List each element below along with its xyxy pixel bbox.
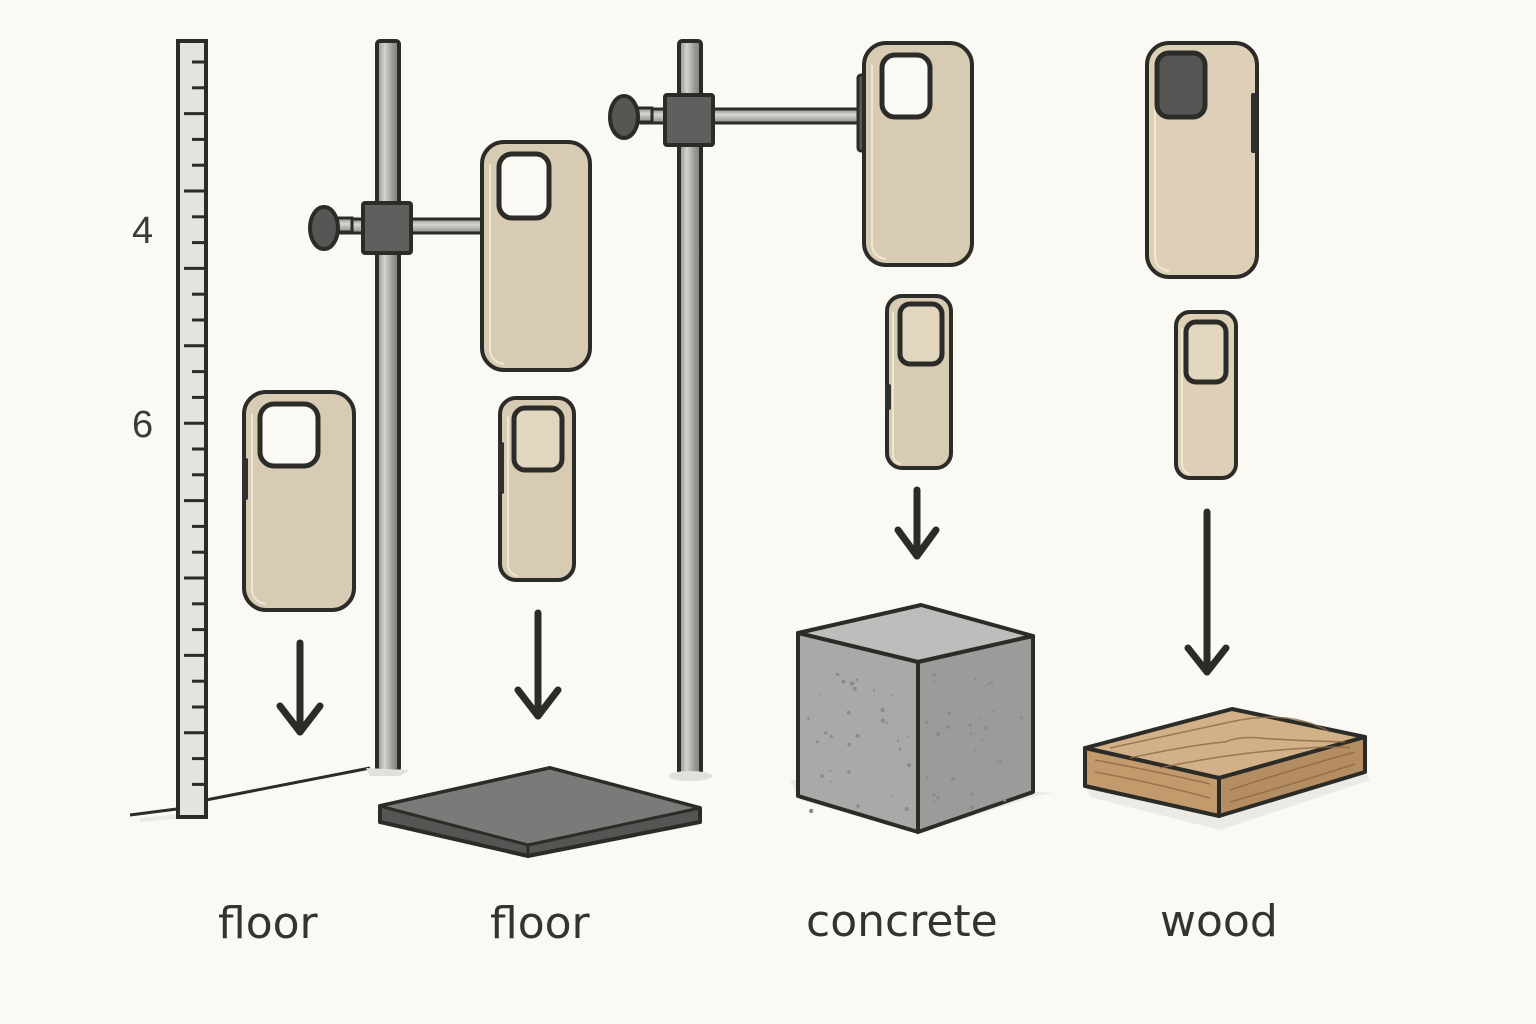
concrete-block xyxy=(790,603,1055,834)
ruler-label-4: 4 xyxy=(132,210,154,252)
phone-case-icon xyxy=(862,41,974,267)
down-arrow-icon xyxy=(276,639,324,736)
concrete-speck xyxy=(925,776,929,780)
clamp-knob xyxy=(308,205,354,251)
concrete-speck xyxy=(855,733,860,738)
concrete-speck xyxy=(992,710,995,713)
concrete-speck xyxy=(974,678,977,681)
floor-plate xyxy=(378,766,702,858)
concrete-speck xyxy=(856,804,860,808)
concrete-speck xyxy=(932,673,936,677)
concrete-speck xyxy=(925,720,929,725)
concrete-speck xyxy=(974,749,976,752)
surface-label-wood: wood xyxy=(1160,896,1278,947)
concrete-speck xyxy=(809,808,814,814)
concrete-speck xyxy=(824,731,828,735)
concrete-speck xyxy=(933,680,936,683)
concrete-speck xyxy=(820,774,824,778)
concrete-speck xyxy=(891,795,894,798)
concrete-speck xyxy=(896,739,900,742)
concrete-speck xyxy=(849,681,855,686)
down-arrow-icon xyxy=(1184,508,1230,676)
concrete-speck xyxy=(847,770,851,774)
ruler-label-6: 6 xyxy=(132,404,154,446)
setup-3 xyxy=(608,39,1055,834)
setup-1 xyxy=(129,39,371,822)
concrete-speck xyxy=(990,681,994,685)
concrete-speck xyxy=(947,711,951,716)
concrete-speck xyxy=(872,689,876,692)
concrete-speck xyxy=(936,796,940,800)
concrete-speck xyxy=(846,710,851,715)
phone-case-icon xyxy=(1145,41,1259,279)
surface-label-concrete: concrete xyxy=(806,896,998,947)
down-arrow-icon xyxy=(894,486,940,560)
concrete-speck xyxy=(815,740,819,744)
concrete-speck xyxy=(836,672,840,677)
concrete-speck xyxy=(819,693,821,696)
surface-label-floor-2: floor xyxy=(490,898,590,949)
phone-case-icon xyxy=(1174,310,1238,480)
concrete-speck xyxy=(990,792,994,795)
concrete-speck xyxy=(841,679,846,684)
concrete-speck xyxy=(970,683,972,686)
down-arrow-icon xyxy=(514,609,562,720)
concrete-speck xyxy=(969,732,973,735)
concrete-speck xyxy=(1020,716,1023,719)
concrete-speck xyxy=(907,735,910,738)
clamp-block xyxy=(663,93,715,147)
stand-rod xyxy=(677,39,703,777)
concrete-speck xyxy=(951,777,955,782)
concrete-speck xyxy=(936,732,941,737)
concrete-speck xyxy=(981,739,983,742)
concrete-speck xyxy=(970,792,974,796)
surface-label-floor-1: floor xyxy=(218,898,318,949)
concrete-speck xyxy=(852,686,857,691)
concrete-speck xyxy=(807,717,810,720)
phone-case-icon xyxy=(480,140,592,372)
setup-4 xyxy=(1083,41,1370,830)
setup-2 xyxy=(308,39,702,858)
concrete-speck xyxy=(945,725,950,729)
concrete-speck xyxy=(999,760,1003,764)
concrete-speck xyxy=(855,678,859,681)
concrete-speck xyxy=(891,694,894,697)
floor-line xyxy=(129,766,371,817)
clamp-knob xyxy=(608,94,654,140)
concrete-speck xyxy=(829,735,833,738)
wood-board xyxy=(1083,707,1370,830)
concrete-speck xyxy=(904,807,909,811)
concrete-speck xyxy=(984,726,989,731)
concrete-speck xyxy=(968,723,972,727)
phone-case-icon xyxy=(885,294,953,470)
stand-rod xyxy=(375,39,401,773)
concrete-speck xyxy=(885,721,888,725)
concrete-speck xyxy=(847,742,851,747)
concrete-speck xyxy=(880,718,885,723)
concrete-speck xyxy=(987,682,990,686)
concrete-speck xyxy=(932,800,936,803)
concrete-speck xyxy=(829,769,832,772)
concrete-speck xyxy=(1003,798,1007,802)
concrete-speck xyxy=(969,805,974,810)
ruler xyxy=(176,39,208,819)
concrete-speck xyxy=(1014,708,1017,710)
concrete-speck xyxy=(907,763,911,768)
phone-case-icon xyxy=(498,396,576,582)
concrete-speck xyxy=(932,793,936,797)
concrete-speck xyxy=(898,747,902,751)
concrete-speck xyxy=(979,717,982,720)
concrete-speck xyxy=(829,780,832,783)
phone-case-icon xyxy=(242,390,356,612)
concrete-speck xyxy=(996,760,999,763)
clamp-block xyxy=(361,201,413,255)
concrete-speck xyxy=(880,707,885,713)
